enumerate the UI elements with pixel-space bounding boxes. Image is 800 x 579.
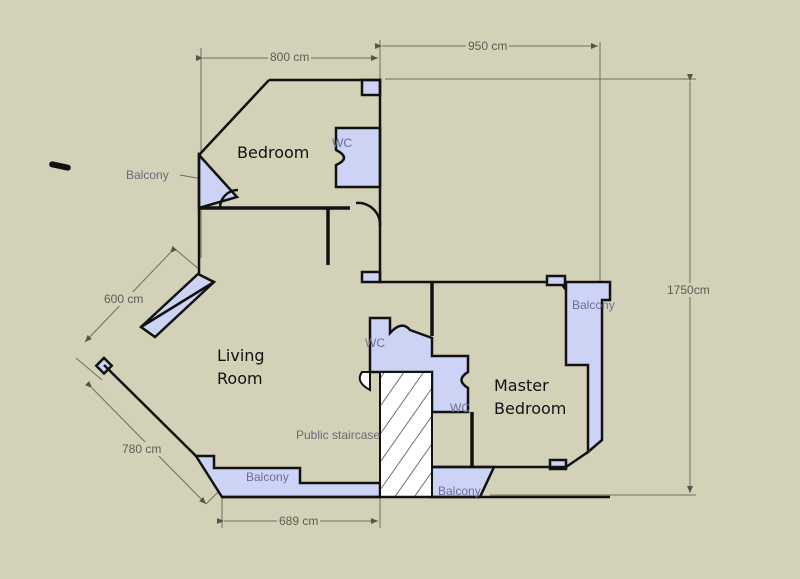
dimension-top-right: 950 cm bbox=[466, 39, 510, 53]
walls bbox=[103, 78, 610, 499]
dimension-bottom: 689 cm bbox=[277, 514, 321, 528]
dimension-left-upper: 600 cm bbox=[102, 292, 146, 306]
label-balcony-bottom: Balcony bbox=[246, 470, 289, 484]
label-wc-master: WC bbox=[450, 401, 470, 415]
interior-walls bbox=[199, 206, 474, 467]
dimension-left-lower: 780 cm bbox=[120, 442, 164, 456]
public-staircase-area bbox=[379, 371, 433, 498]
label-balcony-right: Balcony bbox=[572, 298, 615, 312]
label-balcony-bottom-right: Balcony bbox=[438, 484, 481, 498]
label-public-staircase: Public staircase bbox=[296, 428, 381, 442]
dimension-lines bbox=[75, 40, 696, 528]
door-swings bbox=[218, 188, 382, 227]
room-label-master-line1: Master bbox=[494, 376, 549, 395]
center-wc-area bbox=[368, 316, 470, 414]
room-label-living-line1: Living bbox=[217, 346, 265, 365]
label-balcony-bedroom: Balcony bbox=[126, 168, 169, 182]
label-wc-bedroom: WC bbox=[332, 136, 352, 150]
right-balcony-area bbox=[557, 280, 612, 455]
room-label-bedroom: Bedroom bbox=[237, 143, 310, 162]
room-label-living-line2: Room bbox=[217, 369, 263, 388]
room-label-master-line2: Bedroom bbox=[494, 399, 567, 418]
fixtures bbox=[94, 78, 612, 499]
bedroom-wc-area bbox=[334, 126, 382, 189]
dimension-top-left: 800 cm bbox=[268, 50, 312, 64]
label-wc-center: WC bbox=[365, 336, 385, 350]
bedroom-balcony-area bbox=[197, 151, 240, 210]
dimension-right-height: 1750cm bbox=[665, 283, 712, 297]
